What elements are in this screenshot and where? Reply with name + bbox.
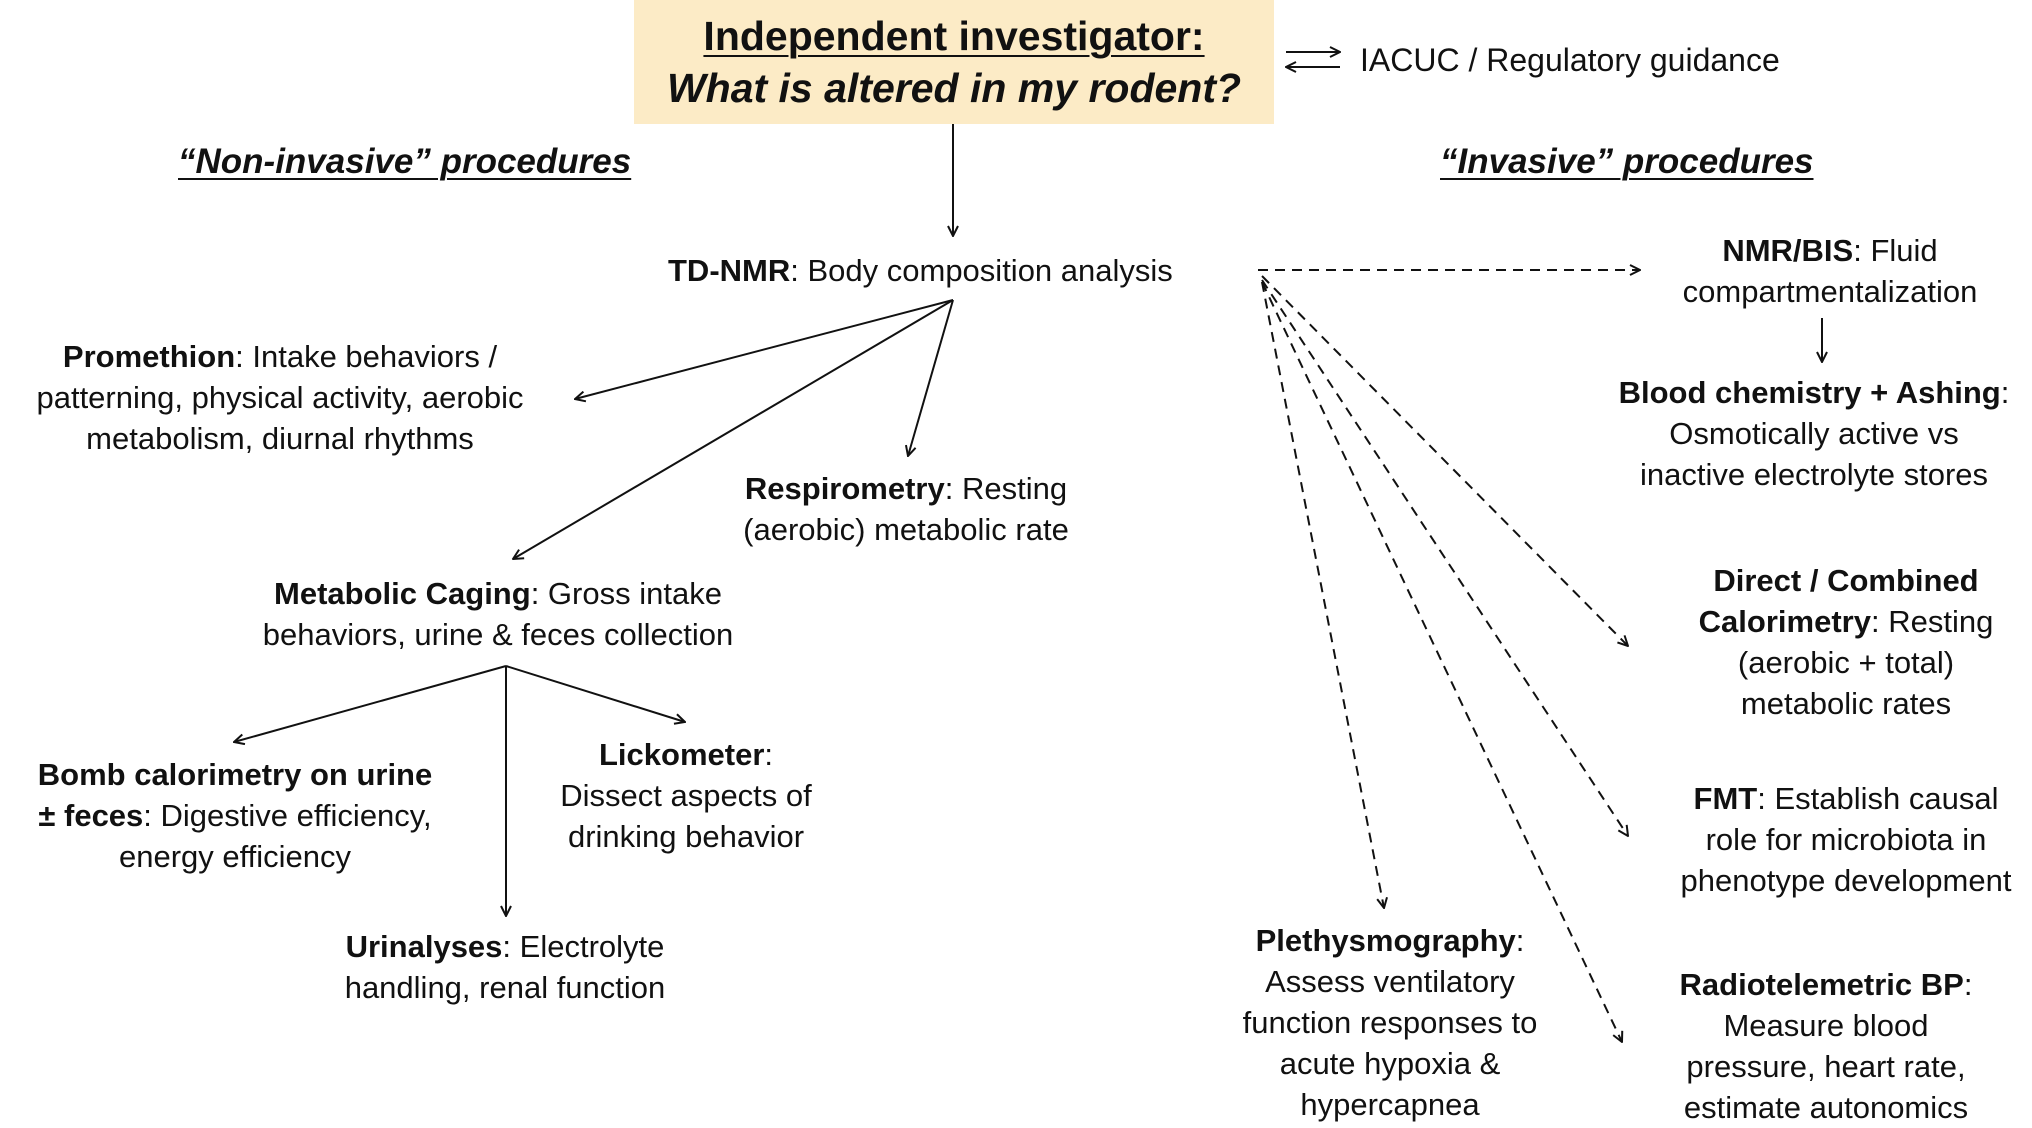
respirometry-name: Respirometry [744, 471, 945, 506]
urinalyses-name: Urinalyses [345, 929, 503, 964]
bomb-name-1: Bomb calorimetry on urine [37, 757, 433, 792]
nmrbis-node: NMR/BIS: Fluid compartmentalization [1682, 233, 1978, 309]
dashed-arrow-to-calorimetry [1261, 275, 1628, 646]
title-line-2: What is altered in my rodent? [666, 65, 1242, 111]
regulatory-guidance-label: IACUC / Regulatory guidance [1360, 42, 1780, 78]
calorimetry-name-2: Calorimetry [1698, 604, 1871, 639]
bomb-name-2: ± feces [38, 798, 144, 833]
tdnmr-text: Body composition analysis [807, 253, 1173, 288]
fmt-name: FMT [1693, 781, 1758, 816]
metabolic-caging-node: Metabolic Caging: Gross intake behaviors… [262, 576, 734, 652]
invasive-header: “Invasive” procedures [1440, 142, 1814, 181]
fmt-node: FMT: Establish causal role for microbiot… [1680, 781, 2012, 898]
arrow-tdnmr-to-promethion [575, 299, 954, 399]
noninvasive-header: “Non-invasive” procedures [178, 142, 632, 181]
promethion-name: Promethion [62, 339, 236, 374]
title-line-1: Independent investigator: [703, 13, 1205, 59]
radiotelemetric-name: Radiotelemetric BP [1679, 967, 1964, 1002]
bidirectional-arrow-icon [1286, 52, 1340, 67]
arrow-tdnmr-to-respirometry [908, 299, 954, 456]
tdnmr-name: TD-NMR [668, 253, 791, 288]
plethysmography-node: Plethysmography: Assess ventilatory func… [1242, 923, 1538, 1122]
plethysmography-name: Plethysmography [1255, 923, 1516, 958]
arrow-caging-to-lickometer [505, 665, 685, 722]
bomb-calorimetry-node: Bomb calorimetry on urine ± feces: Diges… [0, 754, 470, 877]
dashed-arrow-to-fmt [1261, 279, 1628, 836]
respirometry-node: Respirometry: Resting (aerobic) metaboli… [743, 471, 1069, 547]
urinalyses-node: Urinalyses: Electrolyte handling, renal … [344, 929, 666, 1005]
radiotelemetric-node: Radiotelemetric BP: Measure blood pressu… [1679, 967, 1973, 1125]
lickometer-name: Lickometer [598, 737, 765, 772]
calorimetry-name-1: Direct / Combined [1713, 563, 1979, 598]
lickometer-node: Lickometer: Dissect aspects of drinking … [560, 737, 812, 854]
arrow-caging-to-bomb [234, 665, 507, 742]
nmrbis-name: NMR/BIS [1722, 233, 1854, 268]
promethion-node: Promethion: Intake behaviors / patternin… [36, 339, 524, 456]
calorimetry-node: Direct / Combined Calorimetry: Resting (… [1646, 560, 2032, 724]
dashed-arrow-to-radiotelemetric [1261, 281, 1622, 1042]
title-box: Independent investigator: What is altere… [634, 0, 1274, 124]
blood-chemistry-node: Blood chemistry + Ashing: Osmotically ac… [1618, 375, 2010, 492]
arrow-tdnmr-to-metabolic-caging [513, 299, 954, 559]
blood-name: Blood chemistry + Ashing [1618, 375, 2001, 410]
metabolic-caging-name: Metabolic Caging [274, 576, 531, 611]
tdnmr-node: TD-NMR: Body composition analysis [668, 253, 1173, 288]
dashed-arrow-to-plethysmography [1261, 281, 1384, 908]
